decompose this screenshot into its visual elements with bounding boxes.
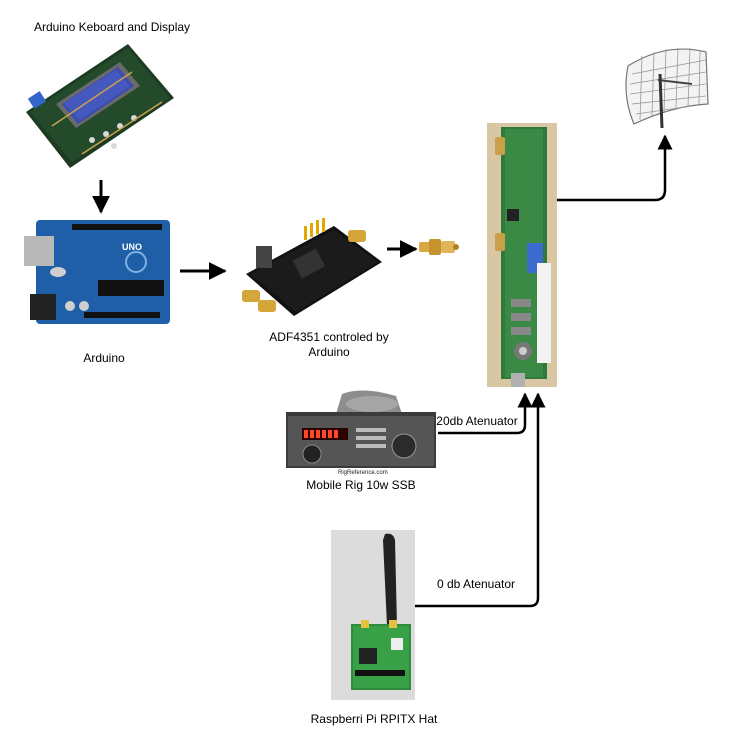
arduino-uno-photo: UNO (24, 220, 170, 324)
label-20db-attenuator: 20db Atenuator (436, 414, 518, 428)
label-0db-attenuator: 0 db Atenuator (436, 577, 516, 591)
label-adf4351-line2: Arduino (308, 345, 350, 359)
lcd-keypad-shield-photo (26, 44, 174, 168)
uno-text: UNO (122, 242, 142, 252)
adf4351-board-photo (242, 218, 382, 316)
label-keyboard-display: Arduino Keboard and Display (33, 20, 191, 34)
grid-parabolic-antenna (625, 47, 709, 128)
line-amplifier-to-antenna (557, 134, 673, 202)
sma-connector-photo (419, 239, 459, 255)
label-arduino: Arduino (83, 351, 125, 365)
rig-watermark: RigReference.com (338, 470, 388, 476)
label-rpitx-hat: Raspberri Pi RPITX Hat (310, 712, 438, 726)
line-rpitx-to-amplifier (412, 392, 546, 608)
label-mobile-rig: Mobile Rig 10w SSB (306, 478, 416, 492)
rpitx-hat-photo (331, 530, 415, 700)
line-rig-to-amplifier (438, 392, 533, 435)
rf-amplifier-board-photo (487, 123, 557, 387)
mobile-radio-photo: RigReference.com (286, 390, 436, 476)
label-adf4351-line1: ADF4351 controled by (269, 330, 389, 344)
